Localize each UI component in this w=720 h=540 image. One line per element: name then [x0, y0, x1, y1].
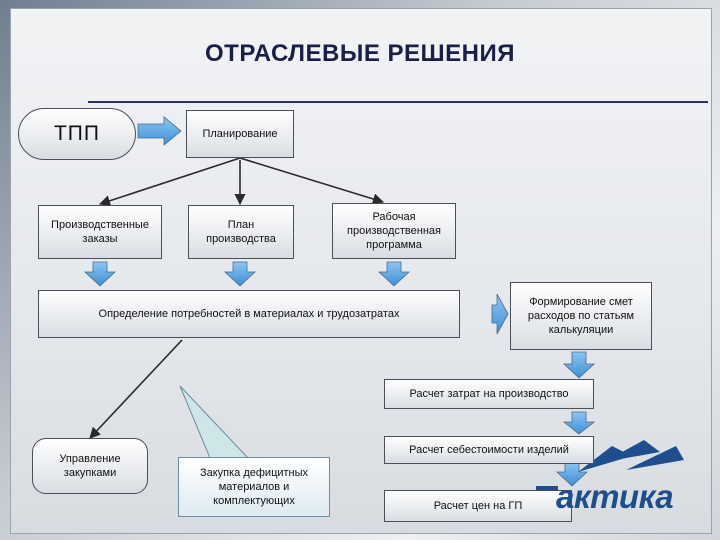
node-production-orders: Производственные заказы [38, 205, 162, 259]
down-arrow-estimates [562, 351, 596, 379]
node-procurement: Управление закупками [32, 438, 148, 494]
node-work-program: Рабочая производственная программа [332, 203, 456, 259]
slide-title: ОТРАСЛЕВЫЕ РЕШЕНИЯ [204, 40, 516, 67]
node-tpp: ТПП [18, 108, 136, 160]
node-requirements: Определение потребностей в материалах и … [38, 290, 460, 338]
down-arrow-program [377, 261, 411, 287]
node-deficit-purchase: Закупка дефицитных материалов и комплект… [178, 457, 330, 517]
node-cost-estimates: Формирование смет расходов по статьям ка… [510, 282, 652, 350]
connector-planning-program [239, 157, 385, 205]
node-production-plan: План производства [188, 205, 294, 259]
arrow-requirements-to-estimates [491, 293, 509, 335]
callout-pointer [179, 385, 250, 459]
title-underline [88, 101, 708, 103]
down-arrow-plan [223, 261, 257, 287]
connector-requirements-procurement [89, 339, 183, 439]
node-production-costs: Расчет затрат на производство [384, 379, 594, 409]
node-prices: Расчет цен на ГП [384, 490, 572, 522]
down-arrow-orders [83, 261, 117, 287]
node-product-cost: Расчет себестоимости изделий [384, 436, 594, 464]
node-planning: Планирование [186, 110, 294, 158]
company-logo: актика [556, 478, 674, 515]
arrow-tpp-to-planning [137, 116, 182, 146]
connector-planning-orders [98, 157, 241, 207]
down-arrow-costs [562, 411, 596, 435]
logo-mark [536, 440, 684, 493]
